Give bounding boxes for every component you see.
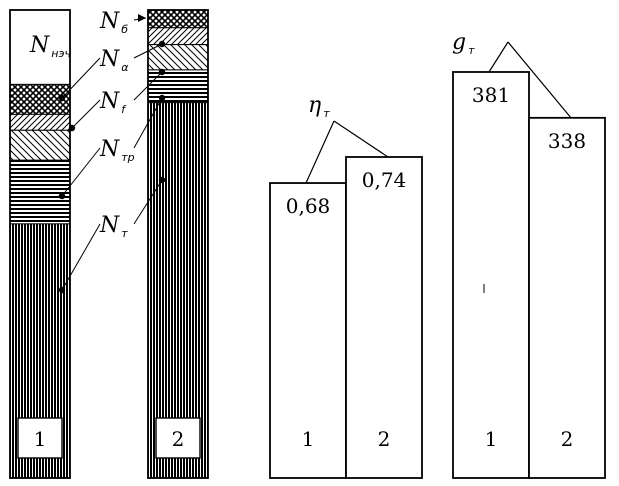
segment-n-tr-bar-2 [147,69,209,104]
label-n-f-leader-1 [71,99,101,129]
fuel-leader-2 [507,41,572,119]
stacked-bar-outline-1 [9,9,71,479]
label-n-f-marker-1 [68,124,76,132]
label-n-t-leader-1 [61,223,101,291]
fuel-bar-2 [528,116,606,479]
stacked-bar-outline-2 [147,9,209,479]
bar-number-box-2 [155,417,201,459]
fuel-value-label-1: 381 [472,83,510,107]
efficiency-leader-2 [333,120,389,158]
segment-n-b-bar-2 [147,9,209,29]
efficiency-category-label-2: 2 [378,427,391,451]
fuel-bar-1 [452,71,530,479]
fuel-category-label-2: 2 [561,427,574,451]
label-n-alpha-leader-2 [133,43,163,59]
fuel-leader-1 [488,41,509,73]
label-n-tr-marker-1 [58,192,66,200]
label-n-alpha-marker-1 [58,94,66,102]
efficiency-category-label-1: 1 [302,427,315,451]
label-n-f-leader-2 [133,71,163,101]
label-n-t-leader-2 [133,179,163,225]
fuel-value-label-2: 338 [548,129,586,153]
efficiency-bar-1 [269,182,347,479]
efficiency-bar-2 [345,156,423,479]
label-n-f-marker-2 [158,68,166,76]
label-n-b-arrowhead [138,14,146,22]
fuel-category-label-1: 1 [485,427,498,451]
segment-n-alpha-bar-2 [147,27,209,46]
efficiency-value-label-2: 0,74 [362,168,407,192]
label-n-alpha-marker-2 [158,40,166,48]
efficiency-leader-1 [305,120,335,184]
bar-number-label-1: 1 [34,427,47,451]
segment-n-tr-bar-1 [9,159,71,225]
label-n-tr-leader-2 [133,97,163,149]
label-n-tr-marker-2 [158,94,166,102]
segment-n-f-bar-2 [147,44,209,71]
label-n-tr-leader-1 [61,147,101,197]
segment-n-nech-bar-1 [9,9,71,85]
label-n-alpha-leader-1 [61,57,101,99]
label-n-t-marker-1 [58,286,66,294]
bar-number-label-2: 2 [172,427,185,451]
segment-n-f-bar-1 [9,129,71,161]
label-n-t-marker-2 [158,176,166,184]
bar-number-box-1 [17,417,63,459]
segment-n-alpha-bar-1 [9,113,71,131]
efficiency-value-label-1: 0,68 [286,194,331,218]
